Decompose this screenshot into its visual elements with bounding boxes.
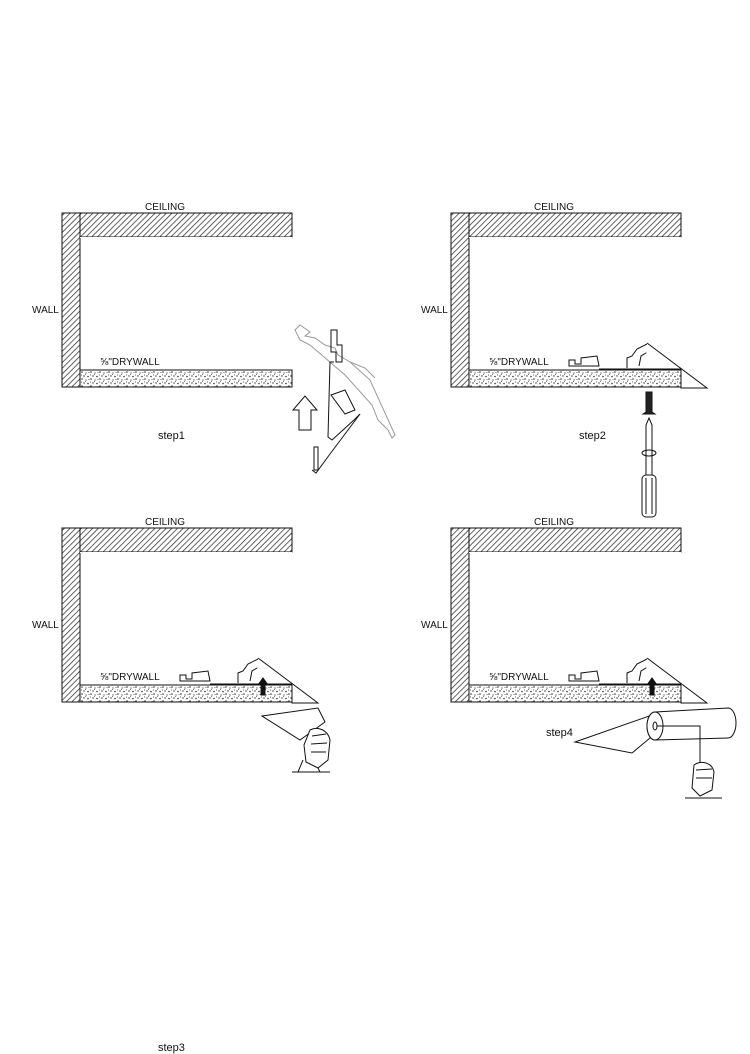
drywall-label: ⅝"DRYWALL [100,672,160,683]
ceiling-hatch [61,527,293,553]
drywall-label: ⅝"DRYWALL [489,672,549,683]
ceiling-hatch [450,527,682,553]
drywall-label: ⅝"DRYWALL [100,357,160,368]
step1-insert-illustration [291,324,396,474]
trim-profile [568,657,709,704]
panel-step1 [61,212,293,388]
arrow-up-icon [646,677,658,696]
wall-hatch [61,212,81,388]
wall-label: WALL [32,620,59,631]
drywall-label: ⅝"DRYWALL [489,357,549,368]
wall-hatch [450,527,470,703]
screwdriver-illustration [641,391,657,518]
ceiling-label: CEILING [145,202,186,213]
wall-hatch [450,212,470,388]
trim-profile [568,342,709,389]
ghost-profile [294,324,396,439]
installation-diagram [61,212,737,799]
ceiling-label: CEILING [145,517,186,528]
step-label: step1 [158,430,185,442]
up-arrow-icon [291,395,319,431]
ceiling-label: CEILING [534,202,575,213]
drywall-board [79,369,293,388]
drywall-board [468,684,682,703]
step-label: step4 [546,727,573,739]
profile [311,329,361,474]
screw-icon [641,391,657,415]
hand-with-sandpaper-illustration [257,677,331,773]
ceiling-hatch [61,212,293,238]
trim-profile [179,657,320,704]
wall-label: WALL [421,620,448,631]
wall-label: WALL [421,305,448,316]
drywall-board [468,369,682,388]
panel-step2 [450,212,709,389]
paint-roller-illustration [573,677,737,799]
arrow-up-icon [257,677,269,696]
panel-step4 [450,527,709,704]
step-label: step3 [158,1042,185,1054]
ceiling-label: CEILING [534,517,575,528]
step-label: step2 [579,430,606,442]
drywall-board [79,684,293,703]
wall-hatch [61,527,81,703]
wall-label: WALL [32,305,59,316]
ceiling-hatch [450,212,682,238]
panel-step3 [61,527,320,704]
